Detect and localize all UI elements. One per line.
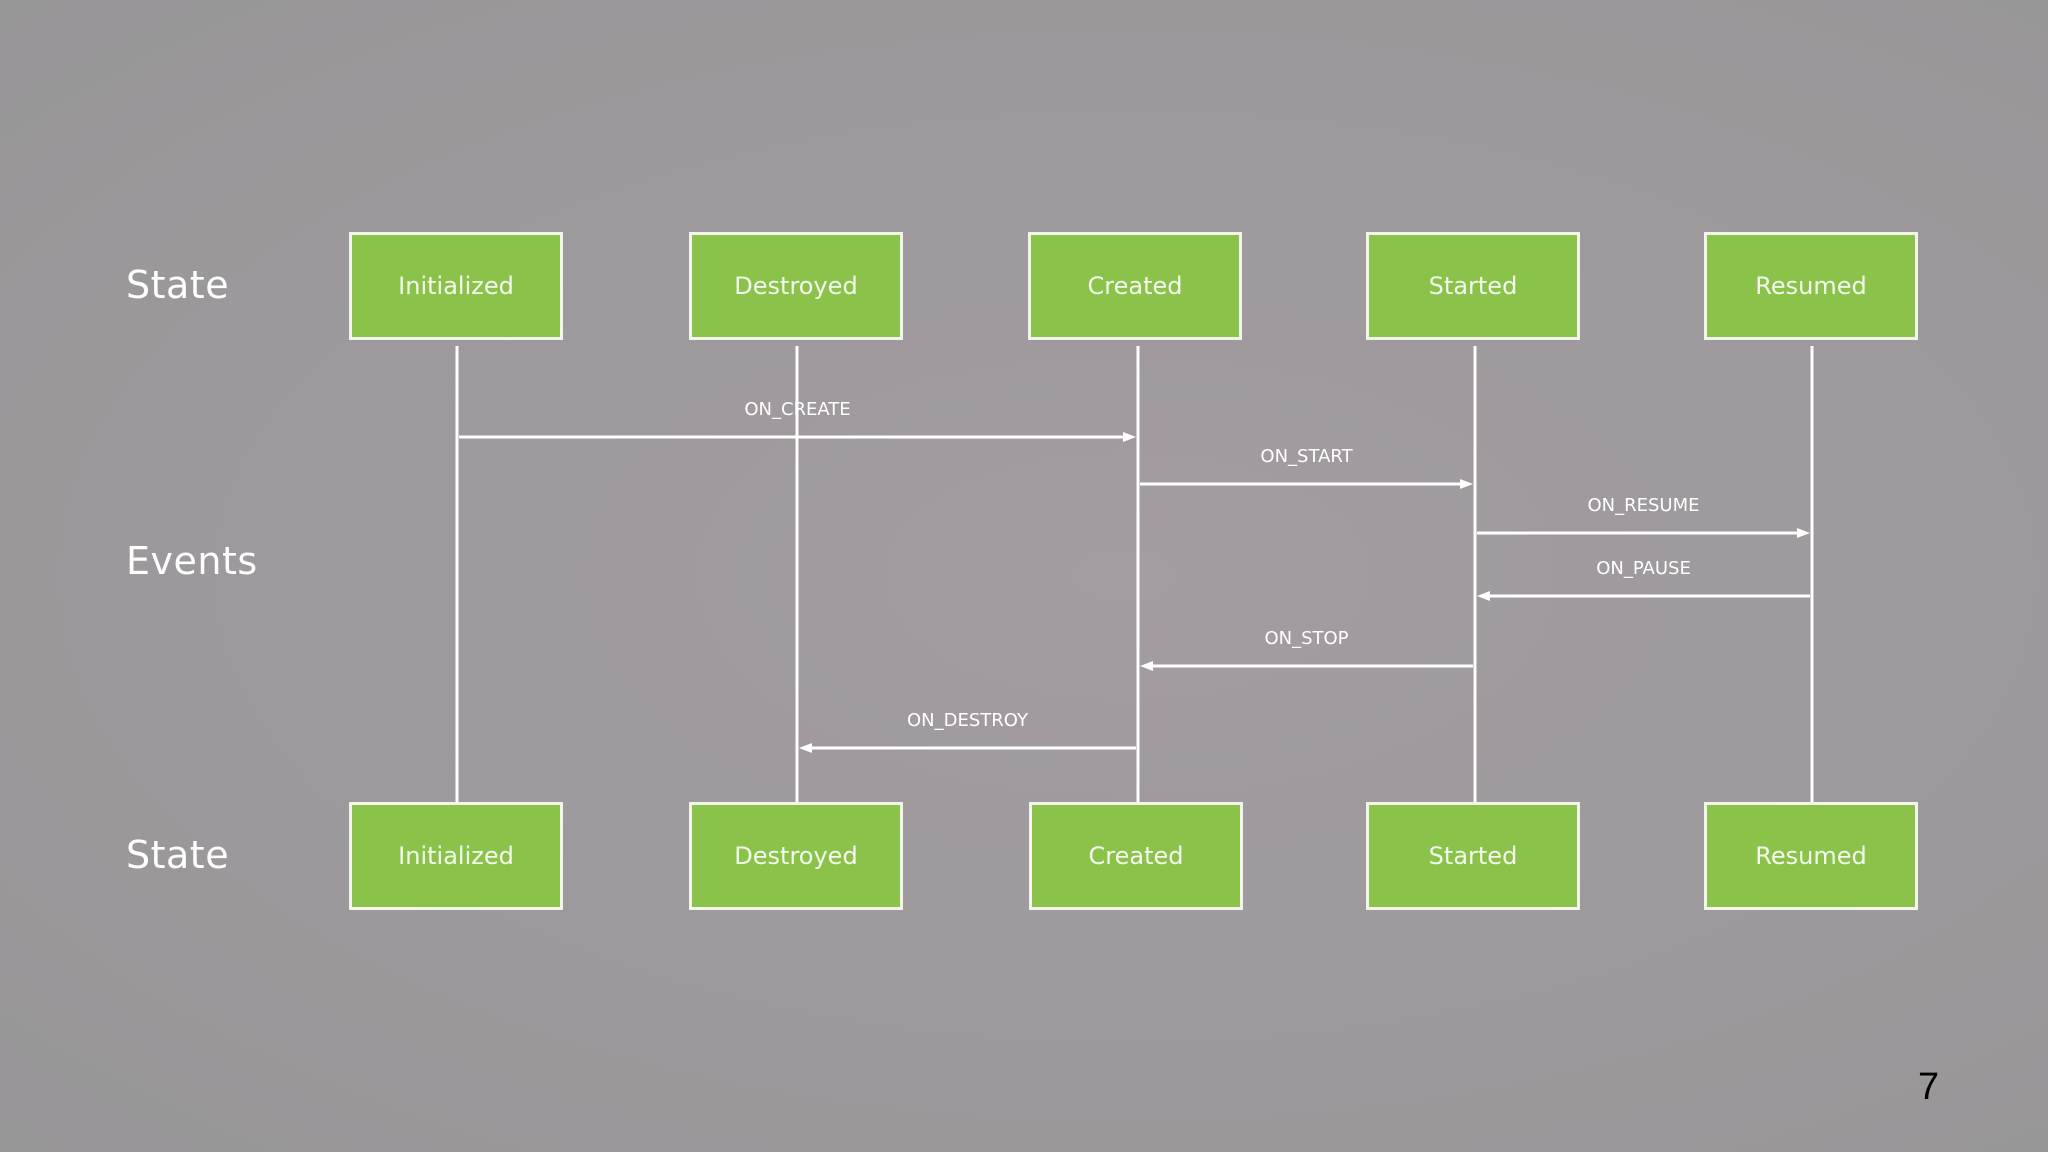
state-box-bottom-started: Started (1366, 802, 1580, 910)
event-on-pause: ON_PAUSE (1477, 558, 1810, 601)
state-box-top-initialized: Initialized (349, 232, 563, 340)
state-box-bottom-destroyed: Destroyed (689, 802, 903, 910)
state-box-bottom-resumed: Resumed (1704, 802, 1918, 910)
event-arrow-head (1477, 591, 1490, 601)
event-on-destroy: ON_DESTROY (799, 710, 1136, 753)
row-label-state-top: State (126, 263, 230, 307)
event-label: ON_CREATE (744, 399, 850, 420)
event-on-stop: ON_STOP (1140, 628, 1473, 671)
event-on-create: ON_CREATE (459, 399, 1136, 442)
event-on-resume: ON_RESUME (1477, 495, 1810, 538)
page-number: 7 (1918, 1066, 1940, 1108)
event-label: ON_RESUME (1587, 495, 1699, 516)
event-label: ON_START (1260, 446, 1353, 467)
event-label: ON_PAUSE (1596, 558, 1691, 579)
event-label: ON_STOP (1264, 628, 1348, 649)
state-box-bottom-initialized: Initialized (349, 802, 563, 910)
state-box-top-created: Created (1028, 232, 1242, 340)
lifelines (455, 346, 1814, 802)
event-arrow-head (1123, 432, 1136, 442)
state-box-bottom-created: Created (1029, 802, 1243, 910)
event-on-start: ON_START (1140, 446, 1473, 489)
event-arrows: ON_CREATE ON_START ON_RESUME ON_PAUSE ON_STO… (459, 399, 1810, 753)
state-box-top-destroyed: Destroyed (689, 232, 903, 340)
state-box-top-started: Started (1366, 232, 1580, 340)
event-arrow-head (799, 743, 812, 753)
event-label: ON_DESTROY (907, 710, 1029, 731)
row-label-events: Events (126, 539, 258, 583)
state-box-top-resumed: Resumed (1704, 232, 1918, 340)
row-label-state-bottom: State (126, 833, 230, 877)
event-arrow-head (1797, 528, 1810, 538)
event-arrow-head (1140, 661, 1153, 671)
event-arrow-head (1460, 479, 1473, 489)
